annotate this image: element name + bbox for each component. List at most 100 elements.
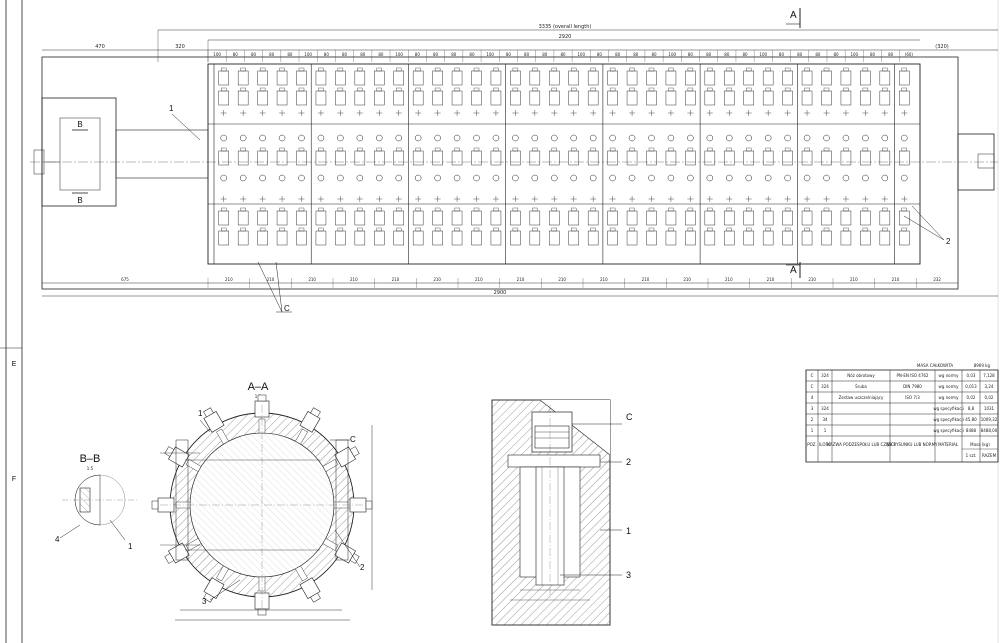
spacing-label: 80 [360,52,366,57]
spacing-label: (60) [905,52,914,57]
parts-cell: C [811,384,814,389]
spacing-label: 80 [542,52,548,57]
tooth-grid [213,64,910,264]
spacing-label: 80 [251,52,257,57]
spacing-label: 80 [633,52,639,57]
spacing-label: 80 [615,52,621,57]
parts-cell: Nóż obrotowy [847,373,875,378]
spacing-label: 80 [743,52,749,57]
detail-c-view: C 2 1 3 [491,399,633,626]
spacing-label: 80 [524,52,530,57]
dim-sub: 2920 [559,34,572,40]
detail-part-c: C [626,412,633,422]
spacing-label: 80 [834,52,840,57]
spacing-label: 80 [233,52,239,57]
section-a-top: A [790,10,797,21]
parts-cell: 8488 [966,428,977,433]
detail-part-3: 3 [626,570,631,580]
bottom-label: 210 [892,277,900,282]
spacing-label: 80 [506,52,512,57]
bottom-label: 210 [808,277,816,282]
parts-cell: Zestaw uszczelniający [839,395,884,400]
bb-part-4: 4 [55,535,60,544]
spacing-label: 100 [486,52,494,57]
dim-bottom: 2900 [494,290,507,296]
border-row-e: E [12,361,17,368]
parts-cell: 0,013 [965,384,977,389]
bottom-label: 210 [475,277,483,282]
parts-cell: wg normy [939,395,960,400]
parts-header-mass: MASA CAŁKOWITA [917,363,953,368]
parts-cell: C [811,373,814,378]
spacing-label: 80 [870,52,876,57]
bottom-label: 210 [433,277,441,282]
aa-part-1: 1 [198,409,203,418]
bottom-label: 210 [392,277,400,282]
border-row-f: F [12,476,16,483]
spacing-label: 80 [415,52,421,57]
parts-cell: 8488,00 [981,428,998,433]
dim-left-2: 320 [175,44,185,50]
dim-overall: 3335 (overall length) [539,24,592,30]
spacing-label: 80 [560,52,566,57]
parts-cell: 34 [822,417,828,422]
parts-cell: 0,02 [985,395,994,400]
parts-cell: 8,8 [968,406,975,411]
parts-cell: 3,24 [985,384,994,389]
spacing-label: 80 [469,52,475,57]
dim-left-1: 470 [95,44,105,50]
parts-foot-cell: MATERIAŁ [938,442,959,447]
bottom-label: 210 [767,277,775,282]
bottom-label: 232 [933,277,941,282]
callout-detail-c: C [284,304,290,313]
spacing-label: 80 [451,52,457,57]
bottom-label: 210 [350,277,358,282]
bottom-label: 210 [225,277,233,282]
spacing-label: 80 [688,52,694,57]
parts-cell: 324 [821,384,829,389]
parts-cell: Śruba [855,384,867,389]
spacing-label: 80 [815,52,821,57]
spacing-label: 80 [342,52,348,57]
spacing-label: 80 [651,52,657,57]
aa-title: A–A [248,381,269,393]
parts-cell: 1 [824,428,827,433]
parts-cell: 45,80 [965,417,977,422]
svg-text:B: B [77,120,82,129]
parts-cell: wg specyfikacji [933,406,963,411]
parts-cell: 3 [811,406,814,411]
parts-cell: 2 [811,417,814,422]
spacing-label: 80 [433,52,439,57]
bottom-label: 210 [267,277,275,282]
callout-part-2: 2 [946,237,951,246]
parts-foot-cell: POZ. [807,442,817,447]
parts-foot-cell: ILOŚĆ [819,442,831,447]
aa-part-2: 2 [360,563,365,572]
parts-cell: 1009,32 [981,417,998,422]
top-view: 3335 (overall length) 2920 470 320 (320)… [30,8,998,313]
detail-part-1: 1 [626,526,631,536]
bottom-label: 210 [517,277,525,282]
spacing-label: 80 [269,52,275,57]
bb-part-1: 1 [128,542,133,551]
spacing-label: 100 [577,52,585,57]
bottom-label: 210 [308,277,316,282]
bottom-label: 210 [558,277,566,282]
parts-foot-cell: Masa (kg) [970,442,990,447]
spacing-label: 80 [779,52,785,57]
aa-detail-c: C [350,435,356,444]
parts-cell: 0,03 [967,373,976,378]
dim-right: (320) [935,44,948,50]
bb-title: B–B [80,453,101,465]
svg-text:B: B [77,196,82,205]
parts-cell: wg normy [939,384,960,389]
spacing-label: 80 [378,52,384,57]
spacing-label: 100 [395,52,403,57]
aa-part-3: 3 [202,597,207,606]
spacing-label: 80 [706,52,712,57]
spacing-label: 80 [324,52,330,57]
